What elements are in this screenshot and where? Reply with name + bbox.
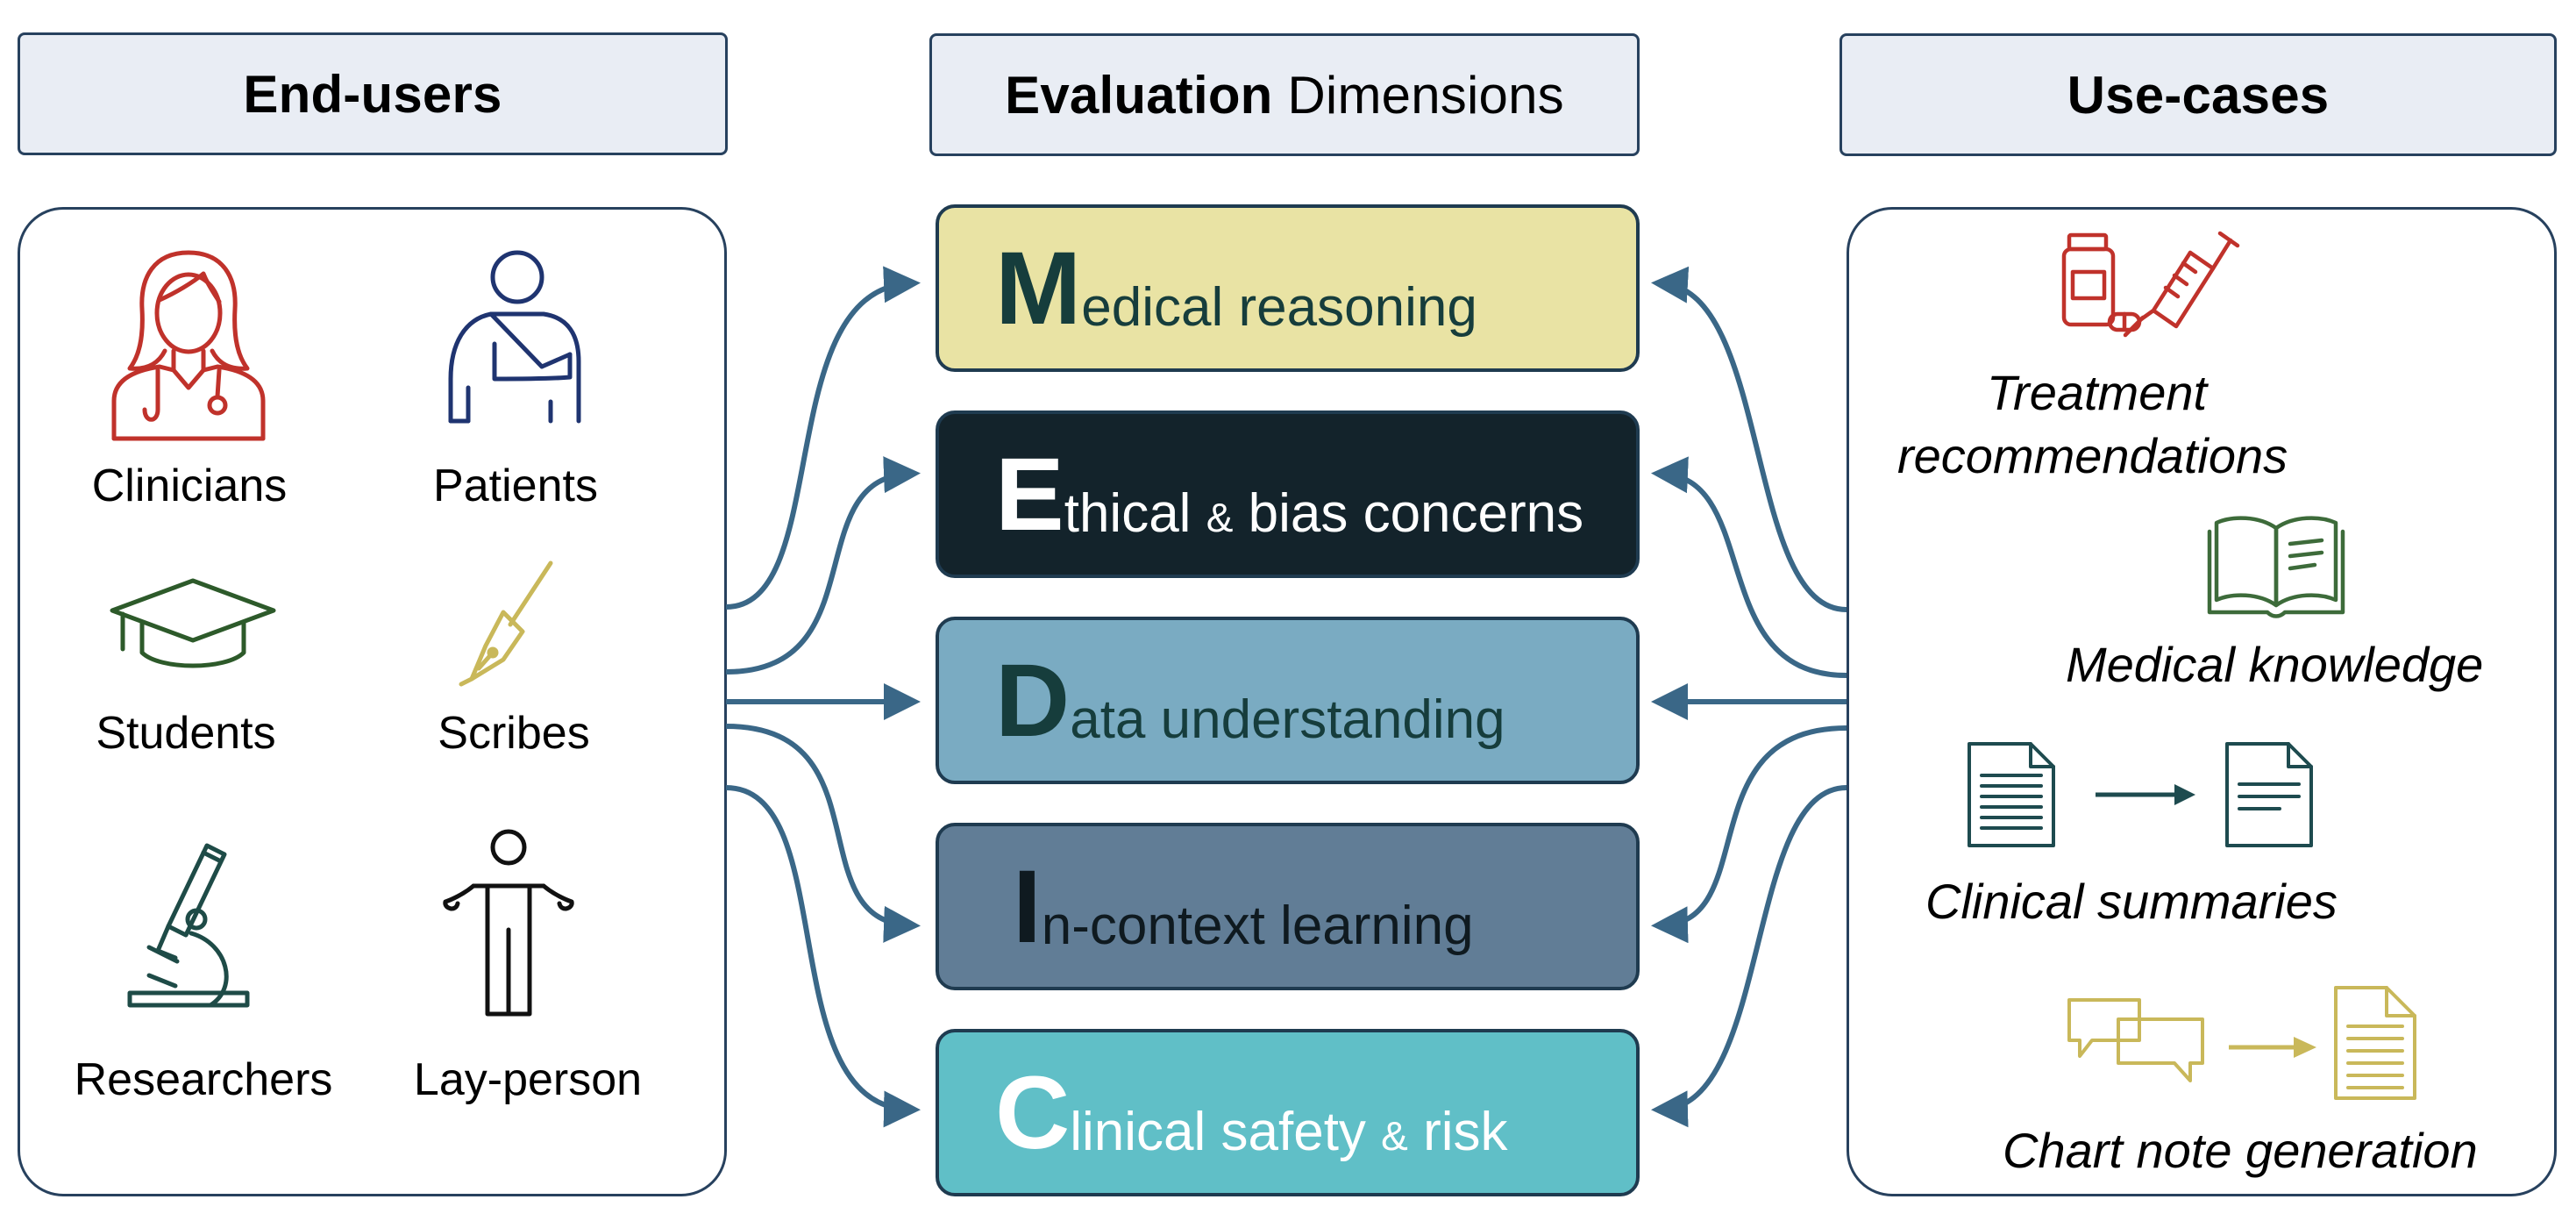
dimension-label: linical safety & risk — [1070, 1101, 1508, 1162]
arrow-usecases-to-clinical — [1651, 785, 1847, 1128]
treatment-label-line2: recommendations — [1897, 428, 2288, 483]
dimension-label-text-end: risk — [1407, 1101, 1508, 1162]
dimension-ampersand: & — [1381, 1112, 1408, 1159]
microscope-icon — [127, 843, 250, 1008]
document-to-document-icon — [1968, 742, 2313, 847]
dimension-initial: M — [995, 230, 1082, 346]
dimension-label-text: n-context learning — [1041, 895, 1474, 956]
arrow-usecases-to-ethical — [1651, 456, 1847, 678]
dimension-label: thical & bias concerns — [1064, 486, 1583, 541]
arrow-users-to-incontext — [725, 724, 921, 943]
researchers-label: Researchers — [74, 1054, 333, 1105]
arrow-usecases-to-medical — [1651, 266, 1847, 612]
evaluation-header-bold: Evaluation — [1005, 65, 1273, 125]
use-cases-header-text: Use-cases — [2067, 65, 2330, 125]
treatment-label-line1: Treatment — [1987, 365, 2208, 420]
scribes-label: Scribes — [438, 708, 590, 759]
arrow-users-to-clinical — [725, 785, 921, 1128]
arrow-users-to-ethical — [725, 456, 921, 675]
dimension-initial: C — [995, 1054, 1071, 1171]
dimension-label-text: ata understanding — [1070, 689, 1505, 750]
dimension-label-text: linical safety — [1070, 1101, 1382, 1162]
arrow-usecases-to-incontext — [1651, 725, 1847, 944]
chart-note-label: Chart note generation — [2003, 1123, 2478, 1178]
patients-label: Patients — [433, 460, 598, 511]
clinicians-label: Clinicians — [91, 460, 288, 511]
evaluation-dimensions-header: Evaluation Dimensions — [929, 33, 1640, 156]
dimension-initial: E — [995, 436, 1064, 553]
open-book-icon — [2207, 516, 2345, 618]
dimension-label: edical reasoning — [1081, 280, 1477, 335]
fountain-pen-icon — [459, 560, 553, 687]
dimension-label: n-context learning — [1041, 895, 1474, 956]
end-users-header: End-users — [18, 32, 728, 155]
dimension-label-text-end: bias concerns — [1233, 482, 1584, 544]
dimension-label-text: thical — [1064, 482, 1206, 544]
dimension-initial: I — [1013, 848, 1042, 965]
dimension-label-text: edical reasoning — [1081, 276, 1477, 338]
evaluation-header-rest: Dimensions — [1287, 65, 1564, 125]
students-label: Students — [96, 708, 276, 759]
clinical-summaries-label: Clinical summaries — [1925, 874, 2338, 929]
dimension-ampersand: & — [1206, 494, 1234, 540]
graduation-cap-icon — [110, 578, 276, 668]
patient-sling-icon — [448, 250, 581, 424]
end-users-header-text: End-users — [243, 64, 502, 124]
person-shrug-icon — [443, 829, 574, 1017]
medical-knowledge-label: Medical knowledge — [2066, 637, 2484, 692]
use-cases-header: Use-cases — [1839, 33, 2557, 156]
arrow-users-to-medical — [725, 266, 921, 610]
chat-to-document-icon — [2067, 986, 2416, 1100]
medicine-syringe-icon — [2061, 231, 2240, 338]
dimension-initial: D — [995, 642, 1071, 759]
lay-person-label: Lay-person — [413, 1054, 643, 1105]
dimension-label: ata understanding — [1070, 692, 1505, 747]
clinician-icon — [111, 250, 266, 441]
